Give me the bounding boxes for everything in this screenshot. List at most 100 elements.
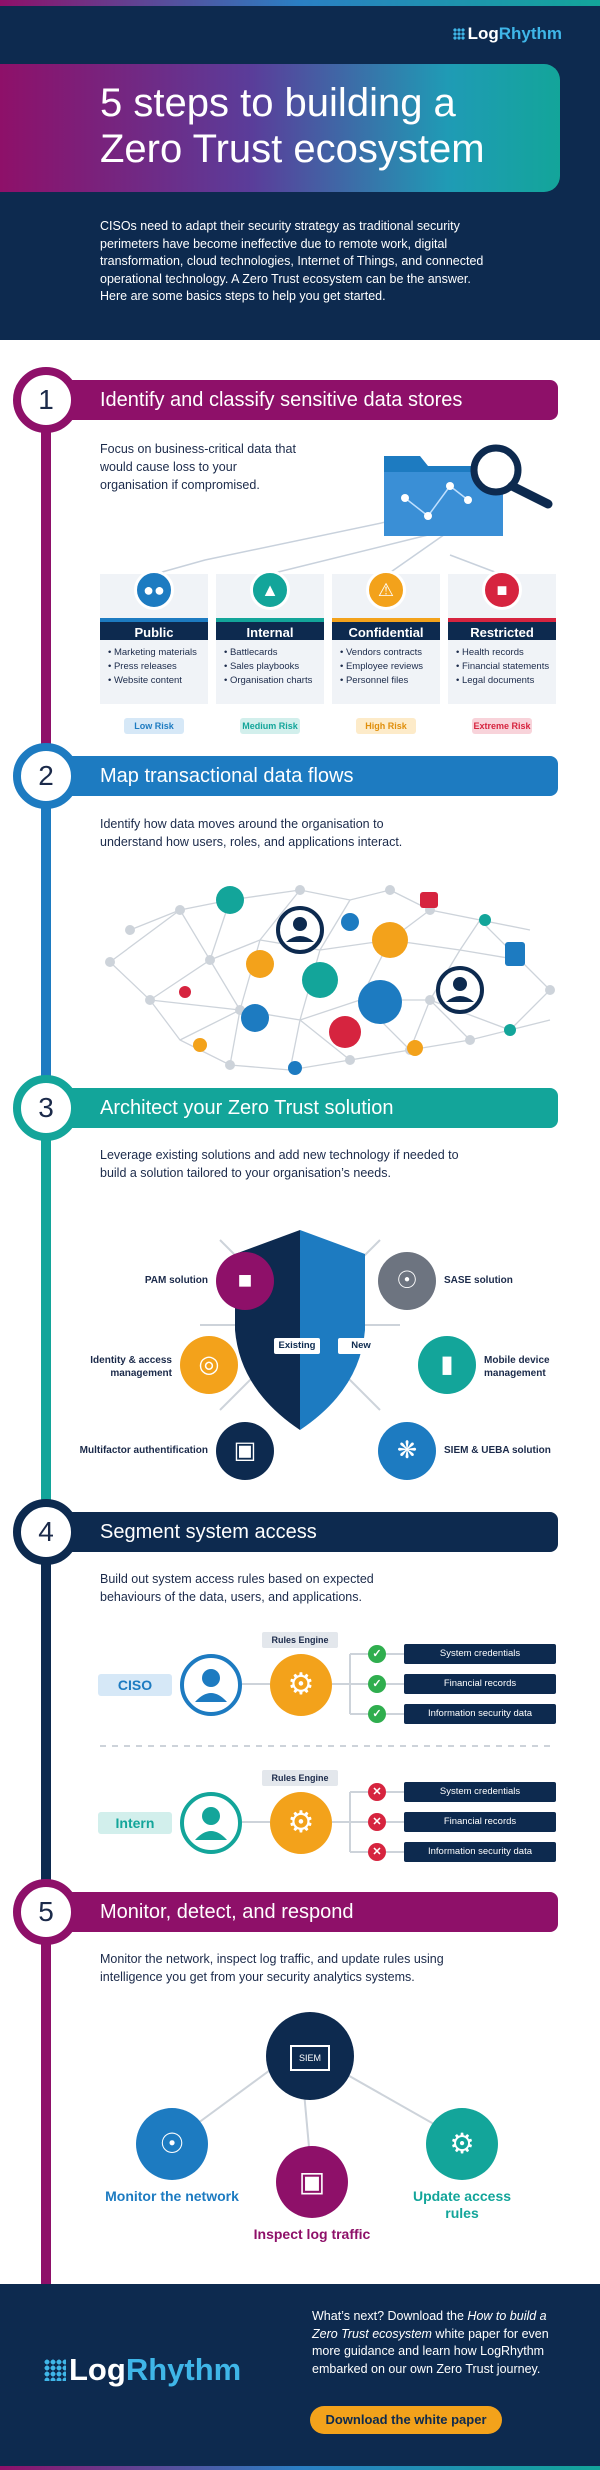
- network-globe-icon: ☉: [136, 2108, 208, 2180]
- document-icon: [505, 942, 525, 966]
- timeline-segment-5: [41, 1900, 51, 2284]
- step-2-description: Identify how data moves around the organ…: [100, 817, 403, 849]
- perm-financial-records: Financial records: [404, 1674, 556, 1694]
- layers-icon: [216, 886, 244, 914]
- check-icon: ✓: [368, 1675, 386, 1693]
- step-5-header: Monitor, detect, and respond: [48, 1892, 558, 1932]
- siem-network-icon: ❋: [378, 1422, 436, 1480]
- cross-icon: ✕: [368, 1813, 386, 1831]
- magnifier-icon: [470, 444, 553, 509]
- monitor-network-label: Monitor the network: [105, 2188, 239, 2204]
- org-chart-icon: ▲: [250, 570, 290, 610]
- gears-icon: [302, 962, 338, 998]
- settings-window-icon: [329, 1016, 361, 1048]
- existing-label: Existing: [274, 1338, 320, 1354]
- card-confidential-title: Confidential: [332, 618, 440, 640]
- folder-small-icon: [420, 892, 438, 908]
- perm-system-credentials: System credentials: [404, 1644, 556, 1664]
- network-node-icon: [341, 913, 359, 931]
- page-title: 5 steps to building a Zero Trust ecosyst…: [100, 81, 485, 171]
- card-public-title: Public: [100, 618, 208, 640]
- card-internal: ▲ Internal Battlecards Sales playbooks O…: [216, 570, 324, 704]
- step-4-description: Build out system access rules based on e…: [100, 1572, 374, 1604]
- access-connectors: [100, 1653, 556, 1853]
- sase-solution-label: SASE solution: [444, 1275, 513, 1286]
- user-icon: [195, 1669, 227, 1702]
- card-restricted-title: Restricted: [448, 618, 556, 640]
- update-rules-label: Update access rules: [412, 2188, 512, 2221]
- mobile-device-icon: ▮: [418, 1336, 476, 1394]
- step-2-header: Map transactional data flows: [48, 756, 558, 796]
- step-1-description: Focus on business-critical data that wou…: [100, 442, 296, 492]
- database-search-icon: ▣: [276, 2146, 348, 2218]
- monitor-icon: [246, 950, 274, 978]
- logo-dots-icon: [44, 2359, 66, 2381]
- gradient-bottom-bar: [0, 2466, 600, 2470]
- mfa-label: Multifactor authentification: [79, 1445, 208, 1456]
- lock-icon: ■: [482, 570, 522, 610]
- zero-trust-shield: [200, 1230, 400, 1430]
- people-icon: ●●: [134, 570, 174, 610]
- inspect-log-label: Inspect log traffic: [253, 2226, 371, 2242]
- step-5-description: Monitor the network, inspect log traffic…: [100, 1952, 444, 1984]
- logo-dots-icon: [452, 28, 465, 40]
- document-gear-icon: ⚙: [426, 2108, 498, 2180]
- title-banner: 5 steps to building a Zero Trust ecosyst…: [0, 64, 560, 192]
- identity-access-label: Identity & access management: [90, 1355, 172, 1379]
- step-5-number: 5: [13, 1879, 79, 1945]
- perm-infosec-data: Information security data: [404, 1704, 556, 1724]
- card-confidential-list: Vendors contracts Employee reviews Perso…: [340, 646, 423, 688]
- step-4-number: 4: [13, 1499, 79, 1565]
- user-icon: [195, 1807, 227, 1840]
- risk-badge-low: Low Risk: [124, 718, 184, 734]
- card-restricted-list: Health records Financial statements Lega…: [456, 646, 549, 688]
- share-icon: [372, 922, 408, 958]
- check-icon: ✓: [368, 1705, 386, 1723]
- step-3-header: Architect your Zero Trust solution: [48, 1088, 558, 1128]
- rules-engine-label-intern: Rules Engine: [262, 1770, 338, 1786]
- siem-label: SIEM: [290, 2044, 330, 2071]
- step-1-header: Identify and classify sensitive data sto…: [48, 380, 558, 420]
- logrhythm-logo-top: LogRhythm: [452, 24, 562, 44]
- card-public: ●● Public Marketing materials Press rele…: [100, 570, 208, 704]
- check-icon: ✓: [368, 1645, 386, 1663]
- step-3-description: Leverage existing solutions and add new …: [100, 1148, 459, 1180]
- siem-ueba-label: SIEM & UEBA solution: [444, 1445, 551, 1456]
- intro-paragraph: CISOs need to adapt their security strat…: [100, 219, 484, 303]
- warning-icon: ⚠: [366, 570, 406, 610]
- siem-monitor-icon: SIEM: [266, 2012, 354, 2100]
- risk-badge-high: High Risk: [356, 718, 416, 734]
- timeline-segment-2: [41, 770, 51, 1100]
- card-confidential: ⚠ Confidential Vendors contracts Employe…: [332, 570, 440, 704]
- intern-avatar: [180, 1792, 242, 1854]
- globe-icon: ☉: [378, 1252, 436, 1310]
- data-folder-illustration: [154, 444, 553, 575]
- new-label: New: [338, 1338, 384, 1354]
- footer: LogRhythm What’s next? Download the How …: [0, 2284, 600, 2470]
- ciso-avatar: [180, 1654, 242, 1716]
- mobile-device-label: Mobile device management: [484, 1355, 550, 1379]
- gradient-top-bar: [0, 0, 600, 6]
- cross-icon: ✕: [368, 1783, 386, 1801]
- risk-badge-extreme: Extreme Risk: [472, 718, 532, 734]
- role-intern: Intern: [98, 1812, 172, 1834]
- step-2-number: 2: [13, 743, 79, 809]
- database-icon: [358, 980, 402, 1024]
- perm-infosec-data: Information security data: [404, 1842, 556, 1862]
- timeline-segment-4: [41, 1520, 51, 1900]
- card-restricted: ■ Restricted Health records Financial st…: [448, 570, 556, 704]
- step-3-number: 3: [13, 1075, 79, 1141]
- role-ciso: CISO: [98, 1674, 172, 1696]
- download-white-paper-button[interactable]: Download the white paper: [310, 2406, 502, 2434]
- step-4-header: Segment system access: [48, 1512, 558, 1552]
- header: LogRhythm 5 steps to building a Zero Tru…: [0, 0, 600, 340]
- risk-badge-medium: Medium Risk: [240, 718, 300, 734]
- cross-icon: ✕: [368, 1843, 386, 1861]
- gear-icon: ⚙: [270, 1654, 332, 1716]
- timeline-segment-3: [41, 1100, 51, 1520]
- perm-system-credentials: System credentials: [404, 1782, 556, 1802]
- lock-icon: ■: [216, 1252, 274, 1310]
- pam-solution-label: PAM solution: [144, 1275, 208, 1286]
- timeline-segment-1: [41, 400, 51, 770]
